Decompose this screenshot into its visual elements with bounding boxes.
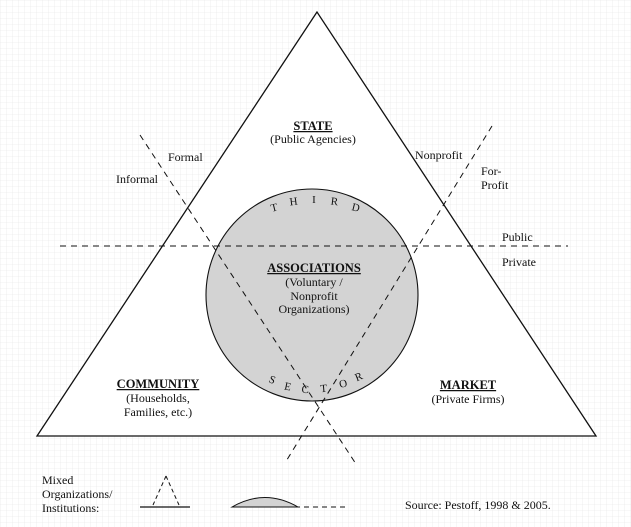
arc-letter-t2: T bbox=[320, 383, 328, 396]
community-subtitle-line1: (Households, bbox=[126, 391, 190, 405]
third-sector-circle bbox=[205, 188, 419, 402]
legend-line2: Organizations/ bbox=[42, 487, 113, 501]
label-nonprofit: Nonprofit bbox=[415, 148, 463, 162]
label-for-profit-1: For- bbox=[481, 164, 501, 178]
arc-letter-h: H bbox=[289, 196, 298, 209]
arc-letter-d: D bbox=[350, 201, 361, 215]
associations-line3: Organizations) bbox=[278, 302, 349, 316]
label-public: Public bbox=[502, 230, 533, 244]
market-title: MARKET bbox=[440, 378, 497, 392]
legend-mixed-triangle-symbol bbox=[140, 475, 190, 508]
legend-mixed-circle-symbol bbox=[230, 497, 345, 508]
legend-line1: Mixed bbox=[42, 473, 73, 487]
label-private: Private bbox=[502, 255, 536, 269]
label-formal: Formal bbox=[168, 150, 203, 164]
arc-letter-t: T bbox=[270, 201, 280, 214]
arc-letter-e: E bbox=[283, 380, 292, 393]
legend-line3: Institutions: bbox=[42, 501, 99, 515]
community-subtitle-line2: Families, etc.) bbox=[124, 405, 192, 419]
associations-title: ASSOCIATIONS bbox=[267, 261, 361, 275]
community-title: COMMUNITY bbox=[117, 377, 200, 391]
arc-letter-r: R bbox=[330, 196, 339, 209]
state-subtitle: (Public Agencies) bbox=[270, 132, 356, 146]
arc-letter-i: I bbox=[312, 194, 316, 206]
associations-line2: Nonprofit bbox=[290, 289, 338, 303]
arc-letter-o: O bbox=[338, 377, 349, 391]
source-citation: Source: Pestoff, 1998 & 2005. bbox=[405, 498, 551, 512]
arc-letter-s: S bbox=[267, 374, 277, 387]
arc-letter-r2: R bbox=[353, 370, 365, 384]
arc-letter-c: C bbox=[301, 384, 309, 396]
state-title: STATE bbox=[293, 119, 332, 133]
label-for-profit-2: Profit bbox=[481, 178, 509, 192]
market-subtitle: (Private Firms) bbox=[432, 392, 505, 406]
label-informal: Informal bbox=[116, 172, 159, 186]
associations-line1: (Voluntary / bbox=[285, 275, 343, 289]
